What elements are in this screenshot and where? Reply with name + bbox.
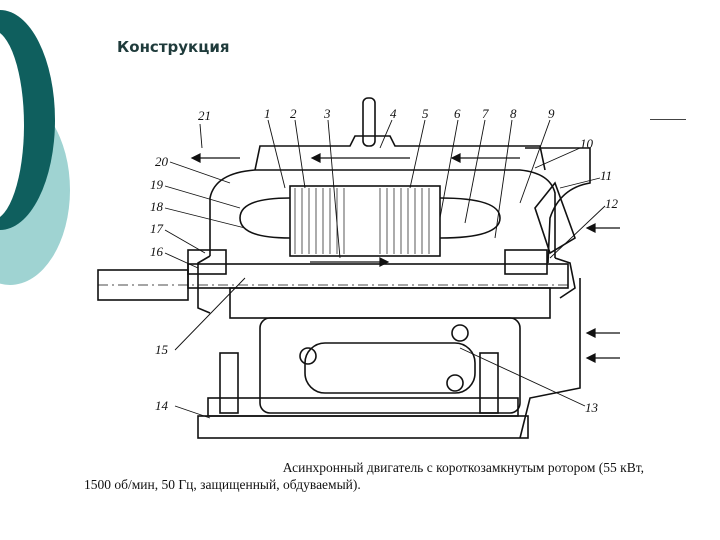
decor-rule <box>650 119 686 120</box>
slide-decoration <box>0 10 70 285</box>
fan-casing <box>519 278 581 439</box>
callout-5: 5 <box>422 106 429 121</box>
fan-cover <box>525 147 591 264</box>
caption-line-1: Асинхронный двигатель с короткозамкнутым… <box>282 460 644 475</box>
callout-10: 10 <box>580 136 594 151</box>
decor-white-ellipse <box>0 33 24 217</box>
callout-2: 2 <box>290 106 297 121</box>
housing-top <box>209 169 556 258</box>
stator-core <box>289 185 441 257</box>
callout-9: 9 <box>548 106 555 121</box>
terminal-cover <box>304 342 476 394</box>
bearing-shield-right <box>554 257 576 299</box>
slide-title: Конструкция <box>117 38 230 56</box>
callout-11: 11 <box>600 168 612 183</box>
callout-7: 7 <box>482 106 489 121</box>
bearing-left <box>187 249 227 275</box>
callout-4: 4 <box>390 106 397 121</box>
callout-12: 12 <box>605 196 619 211</box>
housing-outer <box>254 135 546 171</box>
callout-15: 15 <box>155 342 169 357</box>
figure-caption: Асинхронный двигатель с короткозамкнутым… <box>84 459 644 493</box>
callout-6: 6 <box>454 106 461 121</box>
shaft <box>187 263 569 289</box>
base-plate <box>197 415 529 439</box>
callout-18: 18 <box>150 199 164 214</box>
callout-3: 3 <box>323 106 331 121</box>
callout-8: 8 <box>510 106 517 121</box>
callout-13: 13 <box>585 400 599 415</box>
frame-rib <box>229 287 551 319</box>
eye-bolt <box>362 97 376 147</box>
fan-blade <box>534 181 576 255</box>
callout-17: 17 <box>150 221 164 236</box>
caption-line-2: 1500 об/мин, 50 Гц, защищенный, обдуваем… <box>84 477 361 492</box>
winding-right <box>439 197 501 239</box>
callout-16: 16 <box>150 244 164 259</box>
winding-left <box>239 197 291 239</box>
callout-1: 1 <box>264 106 271 121</box>
terminal-box <box>259 317 521 414</box>
callout-14: 14 <box>155 398 169 413</box>
bearing-right <box>504 249 548 275</box>
motor-drawing: 1 2 3 4 5 6 7 8 9 10 11 12 13 14 15 16 1… <box>97 97 620 439</box>
callout-20: 20 <box>155 154 169 169</box>
callout-19: 19 <box>150 177 164 192</box>
callout-21: 21 <box>198 108 211 123</box>
bearing-shield-left <box>197 255 211 314</box>
